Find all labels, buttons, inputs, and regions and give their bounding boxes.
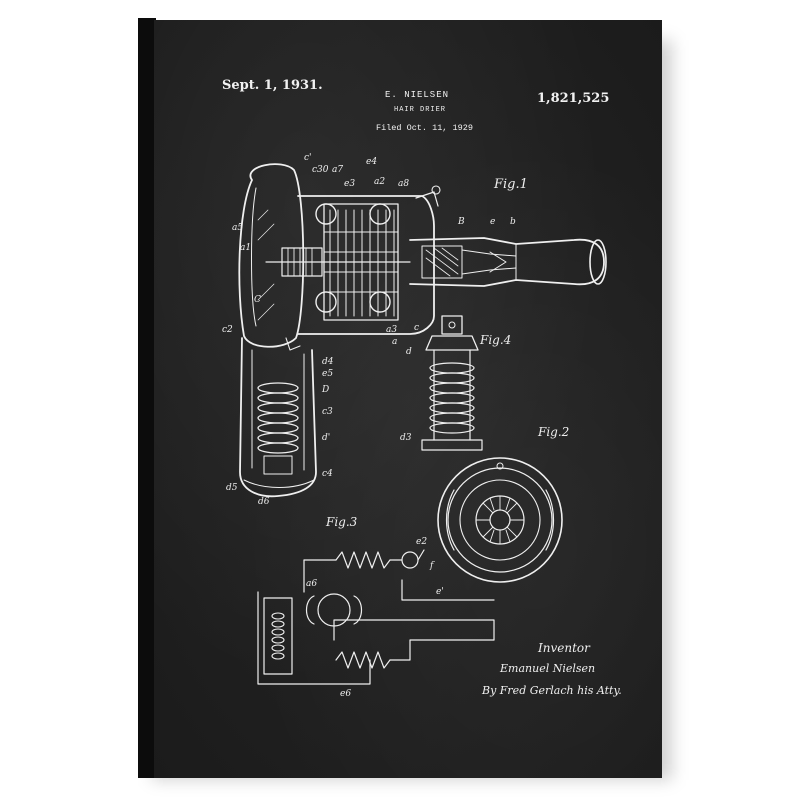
ref-label: C (254, 295, 261, 305)
fig3-caption: Fig.3 (325, 515, 358, 529)
ref-label: B (457, 217, 465, 227)
signature-name: Emanuel Nielsen (499, 662, 595, 675)
ref-label: d (406, 347, 412, 357)
ref-label: f (429, 561, 435, 571)
ref-label: d6 (258, 497, 270, 507)
ref-label: a5 (232, 223, 243, 233)
ref-label: c3 (322, 407, 333, 417)
ref-label: a8 (398, 179, 409, 189)
ref-label: d5 (226, 483, 238, 493)
ref-label: e4 (366, 157, 377, 167)
ref-label: e6 (340, 689, 351, 699)
fig4-caption: Fig.4 (479, 333, 511, 347)
ref-label: a2 (374, 177, 385, 187)
ref-label: c30 (312, 165, 329, 175)
ref-label: a7 (332, 165, 343, 175)
issue-date: Sept. 1, 1931. (222, 78, 323, 93)
fig4-heater-element (421, 315, 483, 451)
ref-label: e' (436, 587, 444, 597)
patent-drawing: Fig.1 Fig.4 Fig.2 Fig.3 c' c30 a7 e3 a2 … (222, 153, 622, 699)
signature-attorney: By Fred Gerlach his Atty. (481, 684, 622, 697)
ref-label: e2 (416, 537, 427, 547)
ref-label: D (321, 385, 329, 395)
canvas-side-edge (138, 18, 156, 778)
ref-label: a6 (306, 579, 317, 589)
inventor-name: E. NIELSEN (385, 90, 450, 100)
ref-label: d3 (400, 433, 412, 443)
patent-canvas: Sept. 1, 1931. E. NIELSEN HAIR DRIER Fil… (154, 20, 662, 778)
ref-label: c' (304, 153, 312, 163)
ref-label: c2 (222, 325, 233, 335)
ref-label: d4 (322, 357, 334, 367)
ref-label: e (490, 217, 495, 227)
ref-label: a1 (240, 243, 251, 253)
ref-label: e5 (322, 369, 333, 379)
ref-label: c (414, 323, 419, 333)
fig2-end-view (437, 457, 563, 583)
ref-label: e3 (344, 179, 355, 189)
fig1-hair-dryer (238, 163, 607, 498)
filed-date: Filed Oct. 11, 1929 (376, 123, 473, 133)
ref-label: d' (322, 433, 330, 443)
patent-title: HAIR DRIER (394, 106, 447, 114)
patent-number: 1,821,525 (537, 91, 610, 106)
fig3-wiring-diagram (257, 549, 495, 685)
ref-label: a (392, 337, 397, 347)
ref-label: a3 (386, 325, 397, 335)
fig2-caption: Fig.2 (537, 425, 569, 439)
ref-label: c4 (322, 469, 333, 479)
ref-label: b (510, 217, 516, 227)
fig1-caption: Fig.1 (493, 177, 528, 192)
signature-label: Inventor (537, 641, 591, 655)
